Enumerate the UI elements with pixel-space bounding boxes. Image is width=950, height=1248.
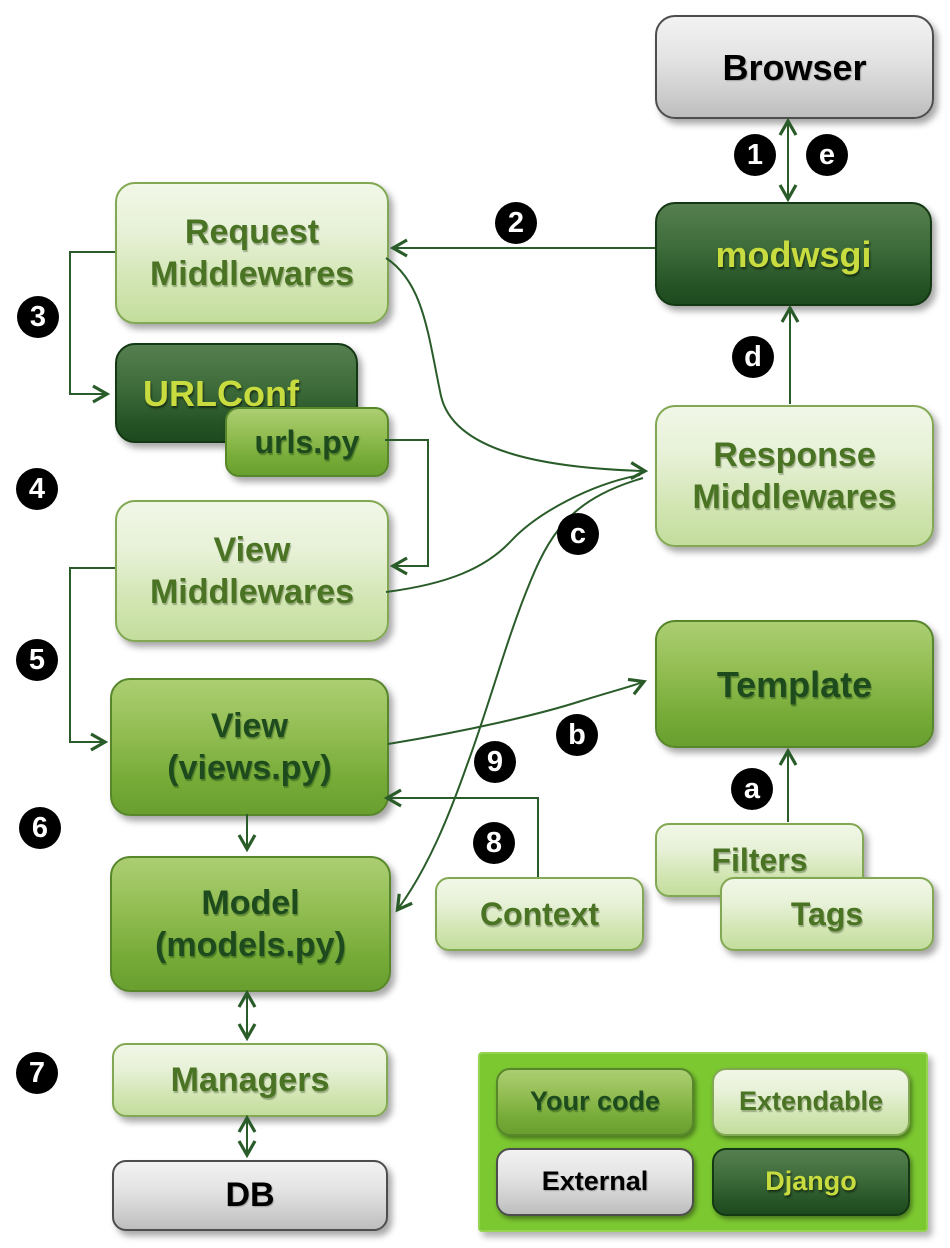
- curve-view-middlewares-to-response-middlewares: [385, 474, 641, 593]
- arrow-view-middlewares-to-view: [69, 567, 115, 752]
- badge-step-6: 6: [19, 807, 61, 849]
- arrow-context-to-view: [383, 788, 539, 877]
- arrow-request-middlewares-to-urlconf: [69, 251, 115, 404]
- legend-django-label: Django: [765, 1166, 857, 1197]
- node-context: Context: [435, 877, 644, 951]
- badge-step-e: e: [806, 134, 848, 176]
- badge-step-2: 2: [495, 202, 537, 244]
- badge-step-1: 1: [734, 134, 776, 176]
- badge-step-b: b: [556, 714, 598, 756]
- node-db-label: DB: [225, 1176, 275, 1215]
- node-browser: Browser: [655, 15, 934, 119]
- node-modwsgi-label: modwsgi: [715, 233, 872, 275]
- curve-view-to-template: [387, 677, 647, 745]
- arrow-urlspy-to-view-middlewares: [385, 439, 429, 576]
- node-response-middlewares-label: Response Middlewares: [692, 435, 897, 517]
- node-context-label: Context: [479, 896, 600, 932]
- badge-step-d: d: [732, 336, 774, 378]
- node-tags-label: Tags: [790, 896, 864, 932]
- badge-step-3: 3: [17, 296, 59, 338]
- node-view-middlewares: View Middlewares: [115, 500, 389, 642]
- curve-request-middlewares-to-response-middlewares: [385, 257, 649, 481]
- badge-step-5: 5: [16, 639, 58, 681]
- legend-extendable-label: Extendable: [738, 1086, 884, 1117]
- legend-external: External: [496, 1148, 694, 1216]
- node-db: DB: [112, 1160, 388, 1231]
- badge-step-4: 4: [16, 468, 58, 510]
- node-view: View (views.py): [110, 678, 389, 816]
- legend-your-code: Your code: [496, 1068, 694, 1136]
- badge-step-a: a: [731, 768, 773, 810]
- node-urls-py-label: urls.py: [254, 424, 360, 460]
- legend: Your code Extendable External Django: [478, 1052, 928, 1232]
- legend-extendable: Extendable: [712, 1068, 910, 1136]
- legend-django: Django: [712, 1148, 910, 1216]
- node-model-label: Model (models.py): [155, 883, 346, 965]
- badge-step-8: 8: [473, 822, 515, 864]
- node-managers-label: Managers: [170, 1060, 330, 1099]
- node-view-label: View (views.py): [167, 706, 332, 788]
- node-urlconf-label: URLConf: [143, 372, 299, 414]
- node-modwsgi: modwsgi: [655, 202, 932, 306]
- node-model: Model (models.py): [110, 856, 391, 992]
- legend-external-label: External: [541, 1166, 649, 1197]
- node-request-middlewares: Request Middlewares: [115, 182, 389, 324]
- node-request-middlewares-label: Request Middlewares: [149, 212, 355, 294]
- node-urls-py: urls.py: [225, 407, 389, 477]
- legend-your-code-label: Your code: [529, 1086, 661, 1117]
- node-filters-label: Filters: [711, 842, 808, 878]
- node-template: Template: [655, 620, 934, 748]
- curve-response-junction-to-model: [395, 477, 644, 913]
- badge-step-c: c: [557, 513, 599, 555]
- node-browser-label: Browser: [722, 46, 867, 88]
- node-tags: Tags: [720, 877, 934, 951]
- badge-step-7: 7: [16, 1052, 58, 1094]
- node-managers: Managers: [112, 1043, 388, 1117]
- node-view-middlewares-label: View Middlewares: [149, 530, 355, 612]
- node-template-label: Template: [716, 663, 873, 705]
- node-response-middlewares: Response Middlewares: [655, 405, 934, 547]
- badge-step-9: 9: [474, 741, 516, 783]
